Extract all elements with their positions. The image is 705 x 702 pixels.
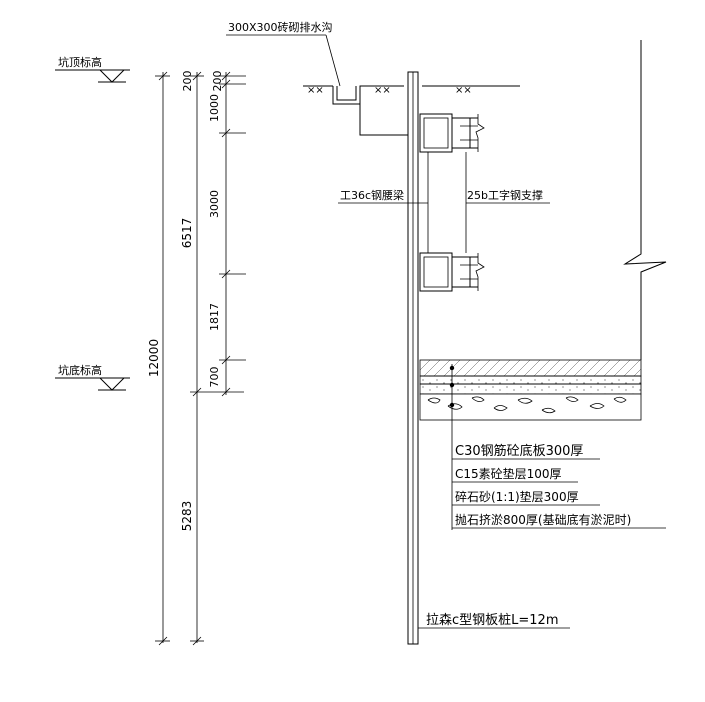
- dimension-3000: 3000: [208, 190, 221, 218]
- soil-mark-3: ××: [455, 85, 472, 96]
- dimension-chain-detail: 200 1000 3000 1817 700: [208, 71, 246, 397]
- soil-mark-1: ××: [307, 85, 324, 96]
- strut-label: 25b工字钢支撑: [467, 188, 543, 202]
- layer-callouts: C30钢筋砼底板300厚 C15素砼垫层100厚 碎石砂(1:1)垫层300厚 …: [451, 425, 666, 530]
- dimension-lower: 5283: [180, 501, 194, 532]
- bottom-elevation-label: 坑底标高: [58, 363, 102, 377]
- top-elevation-label: 坑顶标高: [58, 55, 102, 69]
- dimension-200-inner: 200: [211, 71, 224, 92]
- lower-waler-and-strut: [419, 252, 485, 292]
- pile-callout: 拉森c型钢板桩L=12m: [418, 613, 570, 629]
- layer-label-1: C30钢筋砼底板300厚: [455, 443, 583, 459]
- layer-label-4: 抛石挤淤800厚(基础底有淤泥时): [455, 512, 631, 527]
- waler-label: 工36c钢腰梁: [340, 188, 404, 202]
- dimension-total: 12000: [147, 339, 161, 377]
- waler-strut-labels: 工36c钢腰梁 25b工字钢支撑: [338, 152, 550, 253]
- top-elevation-marker: 坑顶标高: [55, 55, 130, 83]
- dimension-1000: 1000: [208, 94, 221, 122]
- sheet-pile: [407, 71, 419, 645]
- bottom-elevation-marker: 坑底标高: [55, 363, 130, 391]
- dimension-700: 700: [208, 367, 221, 388]
- layer-label-2: C15素砼垫层100厚: [455, 466, 562, 481]
- drain-label: 300X300砖砌排水沟: [228, 20, 333, 34]
- dimension-chain-middle: 6517 5283 200: [180, 71, 244, 646]
- base-layers: [419, 359, 642, 425]
- dimension-upper: 6517: [180, 218, 194, 249]
- dimension-1817: 1817: [208, 303, 221, 331]
- excavation-break-line: [623, 40, 667, 360]
- layer-label-3: 碎石砂(1:1)垫层300厚: [455, 489, 579, 504]
- soil-mark-2: ××: [374, 85, 391, 96]
- dimension-200-outer: 200: [181, 71, 194, 92]
- pile-label: 拉森c型钢板桩L=12m: [426, 613, 559, 628]
- ground-and-drain: 300X300砖砌排水沟 ×× ×× ××: [226, 20, 520, 136]
- upper-waler-and-strut: [419, 113, 485, 153]
- dimension-chain-total: 12000: [147, 71, 170, 646]
